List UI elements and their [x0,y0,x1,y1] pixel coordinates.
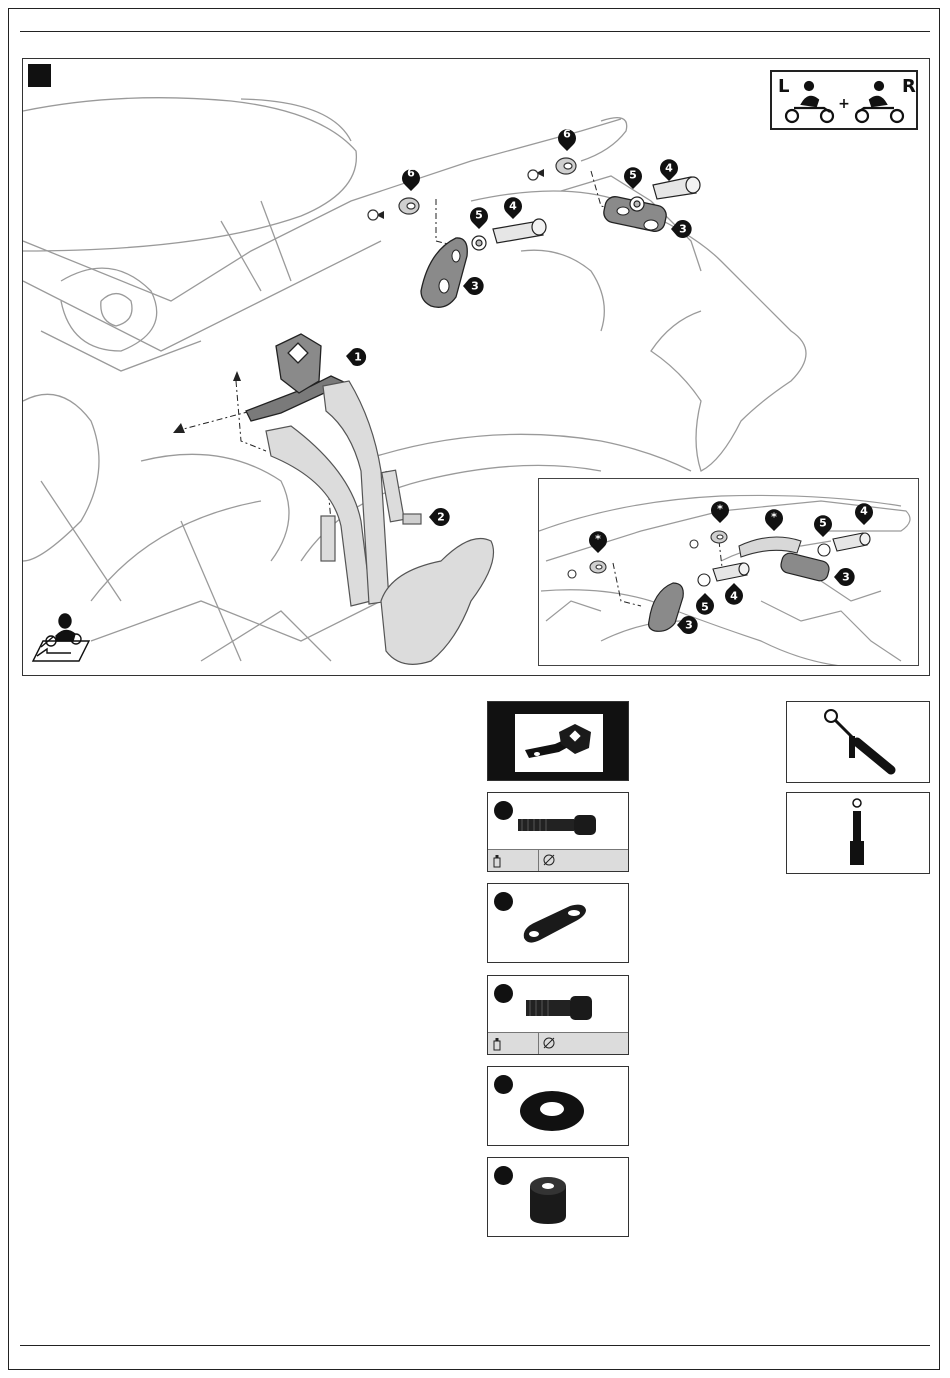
svg-text:1: 1 [354,351,362,364]
svg-text:5: 5 [629,169,637,182]
svg-text:5: 5 [819,517,827,530]
inset-callout-star-1: * [589,531,607,553]
spec-bar [488,849,628,871]
part-bracket-photo [515,714,603,772]
inset-callout-star-2: * [711,501,729,523]
inset-callout-5a: 5 [814,515,832,537]
threadlocker-cell [488,850,539,871]
svg-text:5: 5 [475,209,483,222]
part-number-badge [494,1166,513,1185]
inset-callout-3b: 3 [677,616,698,634]
motorcycle-icon [856,82,903,122]
inset-callout-5b: 5 [696,593,714,615]
part-bracket [487,701,629,781]
step-marker [28,64,51,87]
svg-text:3: 3 [471,280,479,293]
part-plate [487,883,629,963]
svg-text:4: 4 [509,200,517,213]
part-number-badge [494,1075,513,1094]
torque-cell [538,850,629,871]
callout-5: 5 [470,207,488,229]
torque-icon [542,1036,556,1050]
header-rule [20,31,930,32]
inset-detail-illustration: * * * 5 4 3 5 4 3 [538,478,919,666]
svg-text:3: 3 [842,571,850,584]
callout-1: 1 [346,348,366,366]
spec-bar [488,1032,628,1054]
svg-text:3: 3 [685,619,693,632]
plus-sign: + [838,96,850,112]
tool-allen-key-screwdriver [786,701,930,783]
callout-3b: 3 [671,220,692,238]
part-screw-long [487,792,629,872]
rider-view-icon [33,614,89,661]
svg-text:4: 4 [665,162,673,175]
torque-cell [538,1033,629,1054]
left-side-label: L [778,76,789,97]
svg-text:5: 5 [701,601,709,614]
svg-text:3: 3 [679,223,687,236]
svg-text:*: * [595,533,601,546]
inset-callout-star-3: * [765,509,783,531]
part-spacer [487,1157,629,1237]
footer-rule [20,1345,930,1346]
tool-socket-wrench [786,792,930,874]
callout-4b: 4 [660,159,678,181]
part-washer [487,1066,629,1146]
torque-icon [542,853,556,867]
part-number-badge [494,892,513,911]
callout-4: 4 [504,197,522,219]
threadlocker-icon [491,1037,503,1051]
svg-text:6: 6 [407,167,415,180]
svg-text:*: * [717,503,723,516]
inset-callout-3a: 3 [834,568,855,586]
screwdriver-icon [787,702,929,782]
rider-side-badge: L R + [770,70,918,130]
callout-6b: 6 [558,128,576,152]
right-side-label: R [902,76,916,97]
threadlocker-icon [491,854,503,868]
svg-text:6: 6 [563,128,571,141]
threadlocker-cell [488,1033,539,1054]
svg-text:4: 4 [860,505,868,518]
inset-callout-4b: 4 [725,583,743,605]
svg-text:2: 2 [437,511,445,524]
inset-callout-4a: 4 [855,503,873,525]
part-screw-short [487,975,629,1055]
callout-6: 6 [402,167,420,192]
callout-3: 3 [463,277,484,295]
svg-text:4: 4 [730,590,738,603]
motorcycle-icon [786,82,833,122]
svg-text:*: * [771,511,777,524]
socket-wrench-icon [787,793,929,873]
callout-2: 2 [429,508,450,526]
